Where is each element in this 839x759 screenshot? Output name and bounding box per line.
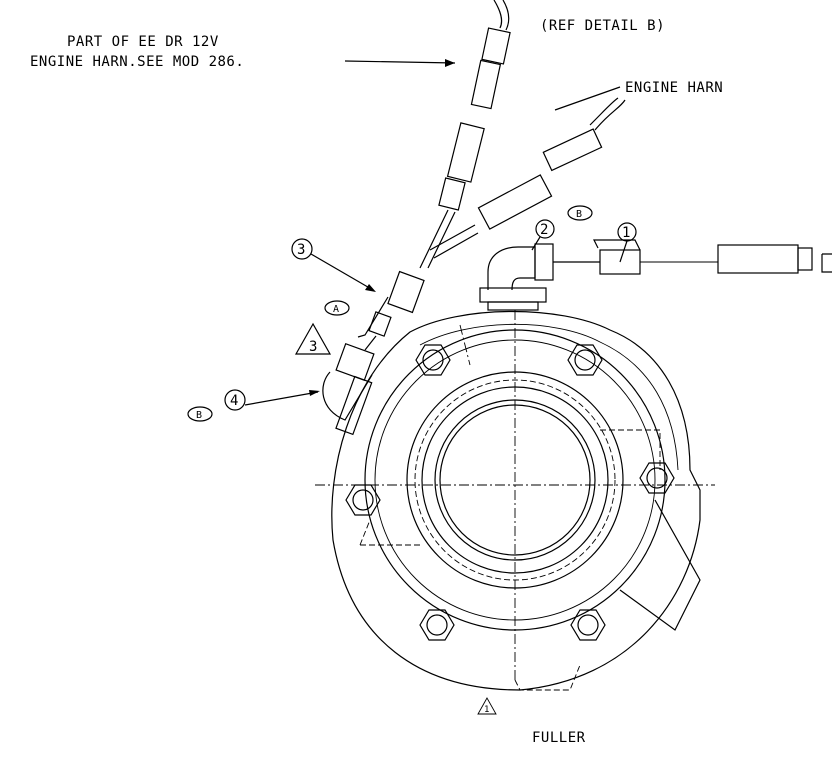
- bolt-head: [419, 609, 455, 641]
- svg-text:B: B: [196, 410, 203, 421]
- balloon-detail-b-top: B: [567, 205, 593, 221]
- svg-text:1: 1: [484, 705, 490, 715]
- balloon-detail-a: A: [324, 300, 350, 316]
- bolt-head: [570, 609, 606, 641]
- svg-text:B: B: [576, 209, 583, 220]
- sensor-item-4: [322, 342, 375, 436]
- connector-item-3: [357, 270, 425, 351]
- sensor-item-1: [553, 239, 832, 275]
- balloon-item-1: 1: [617, 222, 637, 263]
- bolt-head: [415, 344, 451, 376]
- label-fuller: FULLER: [532, 730, 586, 746]
- leader-line: [554, 86, 621, 111]
- bolt-head: [567, 344, 603, 376]
- elbow-item-2: [479, 243, 554, 311]
- bolt-heads: [345, 344, 675, 641]
- harness-connector-top: [419, 0, 626, 269]
- leader-line: [344, 60, 456, 64]
- svg-text:3: 3: [297, 242, 306, 258]
- svg-text:3: 3: [309, 339, 318, 355]
- note-part-of-line2: ENGINE HARN.SEE MOD 286.: [30, 54, 244, 70]
- flag-note-1: 1: [477, 697, 497, 715]
- balloon-item-2: 2: [531, 219, 555, 251]
- svg-text:2: 2: [540, 222, 549, 238]
- note-ref-detail-b: (REF DETAIL B): [540, 18, 665, 34]
- balloon-item-4: 4: [224, 389, 320, 411]
- svg-text:4: 4: [230, 393, 239, 409]
- balloon-item-3: 3: [291, 238, 376, 292]
- note-engine-harn: ENGINE HARN: [625, 80, 723, 96]
- bearing-housing: [315, 310, 715, 691]
- svg-text:A: A: [333, 304, 340, 315]
- svg-text:1: 1: [622, 225, 631, 241]
- bolt-head: [639, 462, 675, 494]
- balloon-detail-b-left: B: [187, 406, 213, 422]
- note-part-of-line1: PART OF EE DR 12V: [67, 34, 219, 50]
- flag-note-3: 3: [294, 322, 332, 355]
- bolt-head: [345, 484, 381, 516]
